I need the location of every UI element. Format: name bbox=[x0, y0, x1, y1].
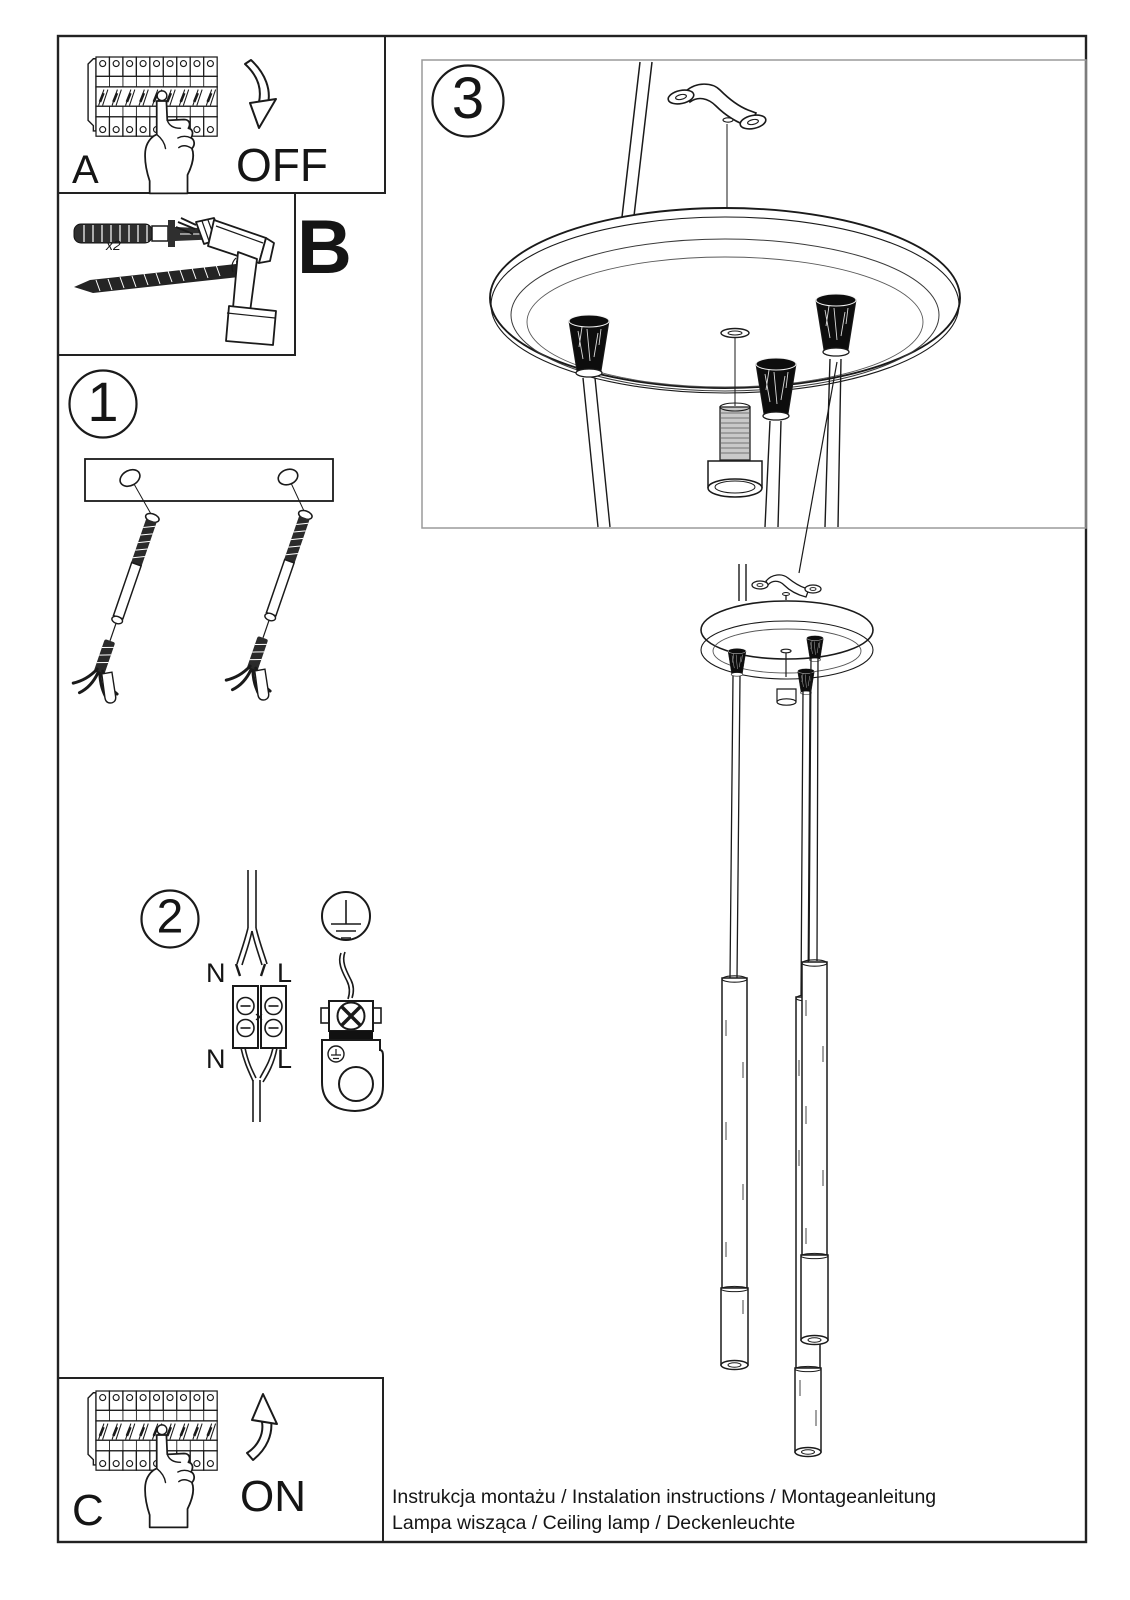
drill-icon bbox=[175, 217, 277, 346]
step2-badge-circle bbox=[140, 889, 200, 949]
gland-wires bbox=[582, 358, 842, 528]
bracket-hole-right bbox=[277, 468, 299, 486]
step2-illustration bbox=[140, 870, 384, 1122]
screw-anchor-assembly-left bbox=[69, 505, 179, 707]
screw-icon bbox=[74, 260, 247, 293]
terminal-screw bbox=[236, 996, 255, 1016]
wire-n-bottom-label: N bbox=[206, 1044, 226, 1074]
terminal-screw bbox=[264, 1018, 283, 1038]
outer-frame bbox=[56, 34, 1088, 1544]
canopy-disc bbox=[489, 207, 961, 394]
step3-box bbox=[421, 59, 1087, 529]
gland-leader-line bbox=[798, 361, 838, 574]
step1-illustration bbox=[68, 369, 334, 707]
breaker-panel-on-illustration bbox=[88, 1391, 278, 1527]
mains-cable-top bbox=[234, 870, 268, 977]
lamp-gland-center bbox=[797, 668, 815, 695]
parts-illustration bbox=[73, 217, 277, 346]
switch-on-label: ON bbox=[240, 1472, 306, 1521]
arrow-up-icon bbox=[246, 1393, 278, 1461]
canopy-center-screw bbox=[707, 327, 763, 498]
panel-b-label: B bbox=[297, 205, 352, 290]
pendant-tube-left bbox=[720, 975, 749, 1371]
footer-product-line: Lampa wisząca / Ceiling lamp / Deckenleu… bbox=[392, 1512, 796, 1534]
lamp-cable bbox=[738, 564, 747, 601]
terminal-screw bbox=[236, 1018, 255, 1038]
panel-c-label: C bbox=[72, 1486, 104, 1535]
wire-l-top-label: L bbox=[277, 958, 293, 988]
pendant-wires bbox=[729, 657, 819, 997]
earth-wire bbox=[338, 951, 355, 1000]
wire-l-bottom-label: L bbox=[277, 1044, 293, 1074]
earth-symbol-icon bbox=[321, 891, 371, 941]
lamp-bracket bbox=[751, 574, 822, 600]
ceiling-bracket bbox=[667, 83, 767, 130]
step2-number: 2 bbox=[156, 890, 184, 944]
ceiling-cable bbox=[621, 61, 653, 218]
screw-anchor-assembly-right bbox=[222, 502, 332, 704]
switch-off-label: OFF bbox=[236, 139, 328, 191]
tube-shading-ticks bbox=[725, 1000, 824, 1426]
panel-a-label: A bbox=[72, 148, 99, 192]
step1-badge-circle bbox=[68, 369, 138, 439]
terminal-screw bbox=[264, 996, 283, 1016]
step3-number: 3 bbox=[451, 65, 485, 131]
arrow-down-icon bbox=[244, 59, 277, 129]
step1-number: 1 bbox=[87, 369, 119, 433]
panel-c-box bbox=[57, 1377, 384, 1543]
wire-n-top-label: N bbox=[206, 958, 226, 988]
threaded-rod bbox=[719, 406, 751, 461]
pendant-tube-right bbox=[800, 959, 829, 1346]
anchor-quantity-label: x2 bbox=[106, 237, 121, 253]
footer-title-line: Instrukcja montażu / Instalation instruc… bbox=[392, 1486, 937, 1508]
step3-badge-circle bbox=[431, 64, 505, 138]
cable-gland-center bbox=[755, 357, 797, 421]
pendant-lamp-illustration bbox=[700, 361, 874, 1458]
terminal-block bbox=[232, 985, 287, 1049]
lamp-center-pin bbox=[776, 648, 797, 706]
step3-illustration bbox=[431, 61, 961, 528]
earth-terminal-block bbox=[320, 1000, 384, 1113]
breaker-panel-off-illustration bbox=[88, 57, 277, 193]
bracket-hole-left bbox=[119, 468, 141, 488]
mains-cable-bottom bbox=[240, 1047, 278, 1122]
lamp-canopy bbox=[700, 600, 874, 680]
